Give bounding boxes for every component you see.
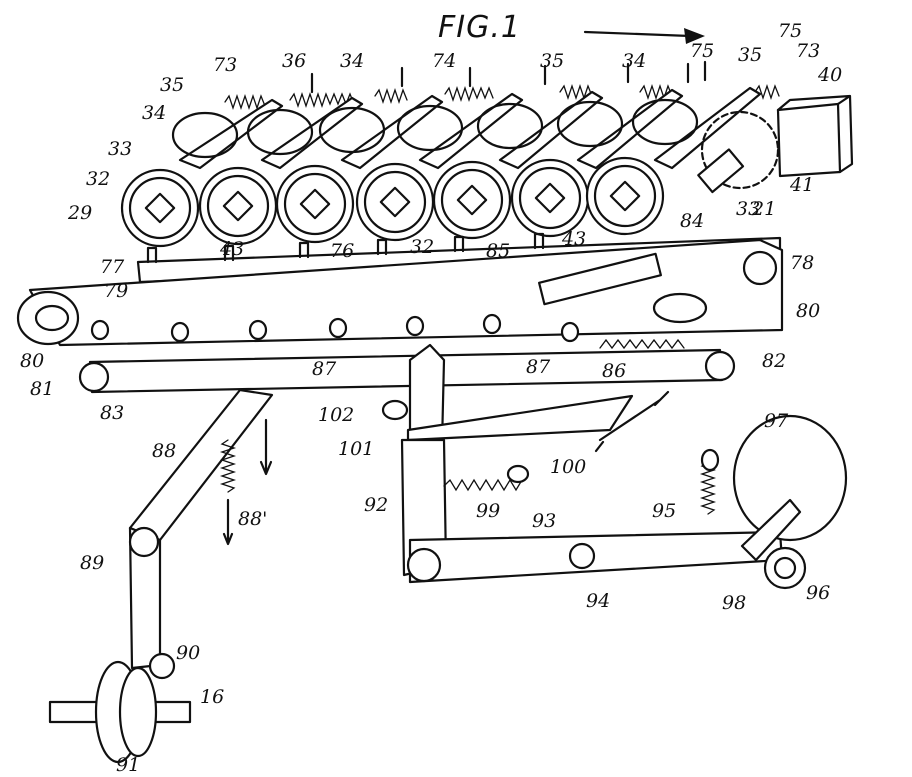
lever-88: [128, 388, 274, 680]
label-35: 35: [160, 74, 185, 96]
label-75: 75: [778, 20, 803, 42]
label-80: 80: [20, 350, 45, 372]
label-80: 80: [796, 300, 821, 322]
lever-93: [406, 530, 784, 584]
label-97: 97: [764, 410, 789, 432]
rear-drums: [171, 98, 699, 159]
lower-belt: [78, 338, 736, 394]
springs-99-95: [443, 448, 720, 515]
pin-row: [90, 313, 580, 343]
label-87: 87: [526, 356, 551, 378]
label-78: 78: [790, 252, 815, 274]
label-34: 34: [622, 50, 647, 72]
label-33: 33: [108, 138, 133, 160]
label-35: 35: [738, 44, 763, 66]
label-16: 16: [200, 686, 225, 708]
lever-row: [178, 86, 762, 170]
carrier-plate: [16, 238, 784, 347]
label-100: 100: [550, 456, 587, 478]
label-84: 84: [680, 210, 705, 232]
gear-91: [48, 660, 192, 764]
label-36: 36: [282, 50, 307, 72]
label-81: 81: [30, 378, 55, 400]
label-40: 40: [818, 64, 843, 86]
label-92: 92: [364, 494, 389, 516]
label-75: 75: [690, 40, 715, 62]
label-94: 94: [586, 590, 611, 612]
label-29: 29: [68, 202, 93, 224]
wheel-97: [732, 414, 848, 590]
label-91: 91: [116, 754, 141, 776]
counter-wheels: [120, 156, 665, 248]
direction-arrow: [583, 28, 705, 44]
label-77: 77: [100, 256, 125, 278]
label-83: 83: [100, 402, 125, 424]
label-89: 89: [80, 552, 105, 574]
label-86: 86: [602, 360, 627, 382]
label-35: 35: [540, 50, 565, 72]
label-21: 21: [752, 198, 777, 220]
label-41: 41: [790, 174, 815, 196]
label-73: 73: [213, 54, 238, 76]
label-73: 73: [796, 40, 821, 62]
label-33: 33: [736, 198, 761, 220]
label-34: 34: [340, 50, 365, 72]
label-96: 96: [806, 582, 831, 604]
label-98: 98: [722, 592, 747, 614]
label-99: 99: [476, 500, 501, 522]
label-102: 102: [318, 404, 355, 426]
top-spring-row: [224, 60, 780, 111]
label-101: 101: [338, 438, 375, 460]
label-43: 43: [562, 228, 587, 250]
label-87: 87: [312, 358, 337, 380]
label-90: 90: [176, 642, 201, 664]
label-93: 93: [532, 510, 557, 532]
figure-title: FIG.1: [438, 10, 521, 45]
label-88-prime: 88': [238, 508, 268, 530]
label-43: 43: [220, 238, 245, 260]
label-88: 88: [152, 440, 177, 462]
label-82: 82: [762, 350, 787, 372]
label-32: 32: [410, 236, 435, 258]
label-34: 34: [142, 102, 167, 124]
label-95: 95: [652, 500, 677, 522]
drive-roller: [697, 94, 854, 194]
label-79: 79: [104, 280, 129, 302]
label-32: 32: [86, 168, 111, 190]
label-76: 76: [330, 240, 355, 262]
label-74: 74: [432, 50, 457, 72]
label-85: 85: [486, 240, 511, 262]
